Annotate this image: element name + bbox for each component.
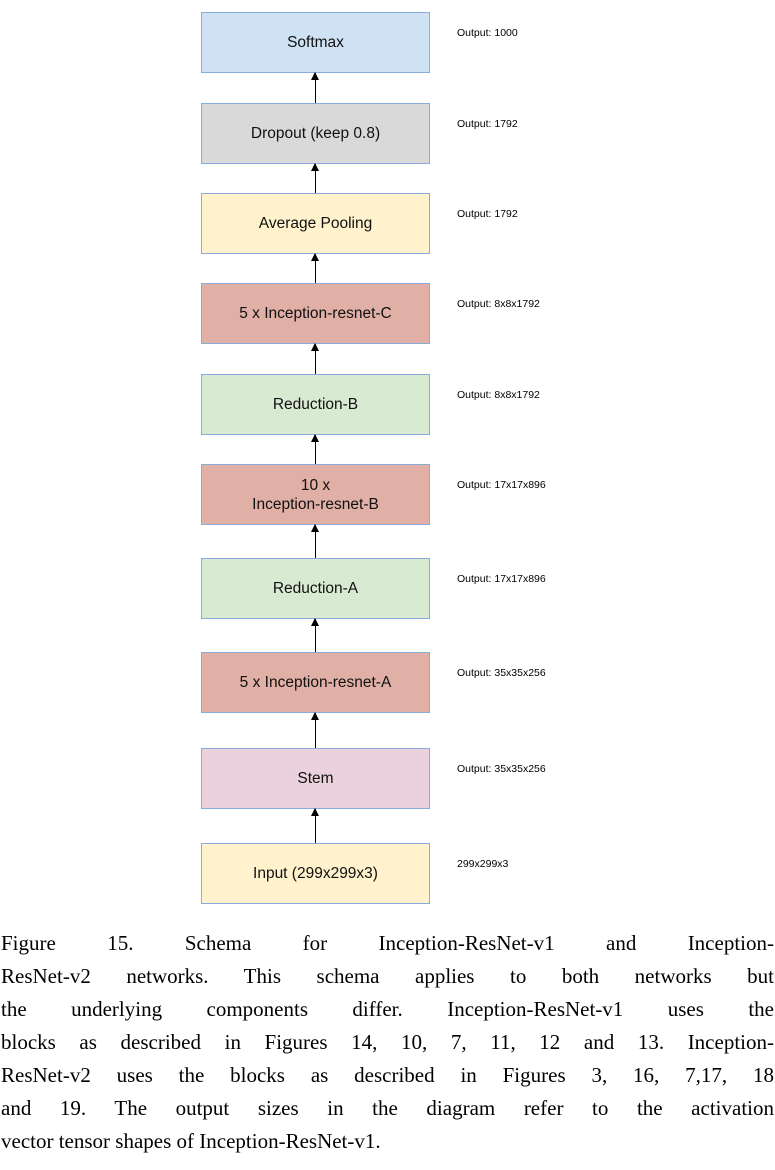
up-arrow-icon [311,618,319,652]
block-input: Input (299x299x3) [201,843,430,904]
diagram-row: Reduction-A Output: 17x17x896 [0,558,775,619]
diagram-row: Average Pooling Output: 1792 [0,193,775,254]
caption-line: Figure 15. Schema for Inception-ResNet-v… [1,931,774,955]
output-annotation: Output: 17x17x896 [457,573,546,585]
block-reduction-b: Reduction-B [201,374,430,435]
block-stem: Stem [201,748,430,809]
output-annotation: Output: 1792 [457,208,518,220]
block-average-pooling: Average Pooling [201,193,430,254]
up-arrow-icon [311,712,319,748]
block-inception-resnet-a: 5 x Inception-resnet-A [201,652,430,713]
diagram-row: Stem Output: 35x35x256 [0,748,775,809]
diagram-row: 5 x Inception-resnet-C Output: 8x8x1792 [0,283,775,344]
up-arrow-icon [311,72,319,103]
output-annotation: Output: 1000 [457,27,518,39]
block-inception-resnet-c: 5 x Inception-resnet-C [201,283,430,344]
block-dropout: Dropout (keep 0.8) [201,103,430,164]
figure-caption: Figure 15. Schema for Inception-ResNet-v… [1,927,774,1158]
diagram-row: 5 x Inception-resnet-A Output: 35x35x256 [0,652,775,713]
up-arrow-icon [311,163,319,193]
network-schema-diagram: Softmax Output: 1000 Dropout (keep 0.8) … [0,12,775,904]
caption-line: the underlying components differ. Incept… [1,997,774,1021]
caption-line: ResNet-v2 uses the blocks as described i… [1,1063,774,1087]
caption-line: and 19. The output sizes in the diagram … [1,1096,774,1120]
diagram-row: Input (299x299x3) 299x299x3 [0,843,775,904]
caption-line: ResNet-v2 networks. This schema applies … [1,964,774,988]
up-arrow-icon [311,434,319,464]
diagram-row: Reduction-B Output: 8x8x1792 [0,374,775,435]
diagram-row: Softmax Output: 1000 [0,12,775,73]
caption-line: vector tensor shapes of Inception-ResNet… [1,1129,381,1153]
up-arrow-icon [311,808,319,843]
output-annotation: Output: 35x35x256 [457,763,546,775]
caption-line: blocks as described in Figures 14, 10, 7… [1,1030,774,1054]
diagram-row: 10 x Inception-resnet-B Output: 17x17x89… [0,464,775,525]
output-annotation: Output: 17x17x896 [457,479,546,491]
output-annotation: Output: 35x35x256 [457,667,546,679]
diagram-row: Dropout (keep 0.8) Output: 1792 [0,103,775,164]
up-arrow-icon [311,343,319,374]
up-arrow-icon [311,253,319,283]
block-reduction-a: Reduction-A [201,558,430,619]
up-arrow-icon [311,524,319,558]
input-size-annotation: 299x299x3 [457,858,509,870]
block-inception-resnet-b: 10 x Inception-resnet-B [201,464,430,525]
output-annotation: Output: 1792 [457,118,518,130]
output-annotation: Output: 8x8x1792 [457,389,540,401]
block-softmax: Softmax [201,12,430,73]
output-annotation: Output: 8x8x1792 [457,298,540,310]
